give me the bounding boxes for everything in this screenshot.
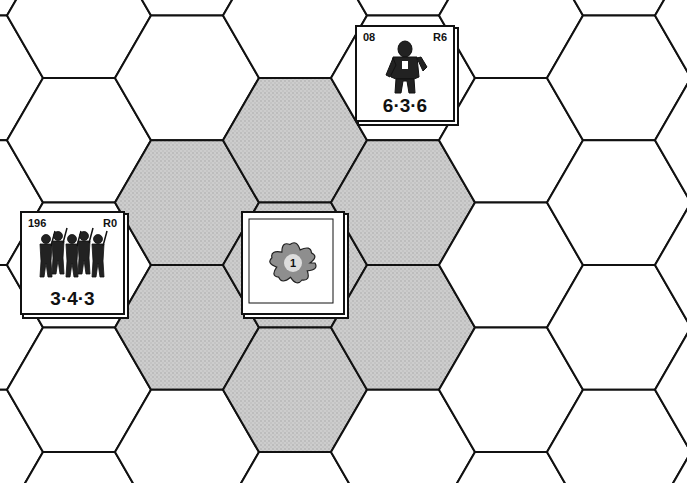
unit-id: 196 — [28, 218, 46, 229]
map-hex — [655, 327, 687, 452]
unit-rating: R0 — [103, 218, 117, 229]
map-hex — [655, 203, 687, 328]
blast-strength: 1 — [290, 258, 296, 269]
unit-stats: 3·4·3 — [22, 289, 123, 308]
blast-marker: 1 — [241, 211, 345, 315]
map-hex — [331, 16, 475, 141]
map-hex — [655, 78, 687, 203]
unit-stats: 6·3·6 — [357, 96, 453, 115]
unit-counter: 08 R6 6·3·6 — [355, 25, 455, 122]
unit-rating: R6 — [433, 32, 447, 43]
map-hex — [655, 452, 687, 483]
map-hex — [655, 0, 687, 78]
unit-counter: 196 R0 3·4·3 — [20, 211, 125, 315]
unit-id: 08 — [363, 32, 375, 43]
